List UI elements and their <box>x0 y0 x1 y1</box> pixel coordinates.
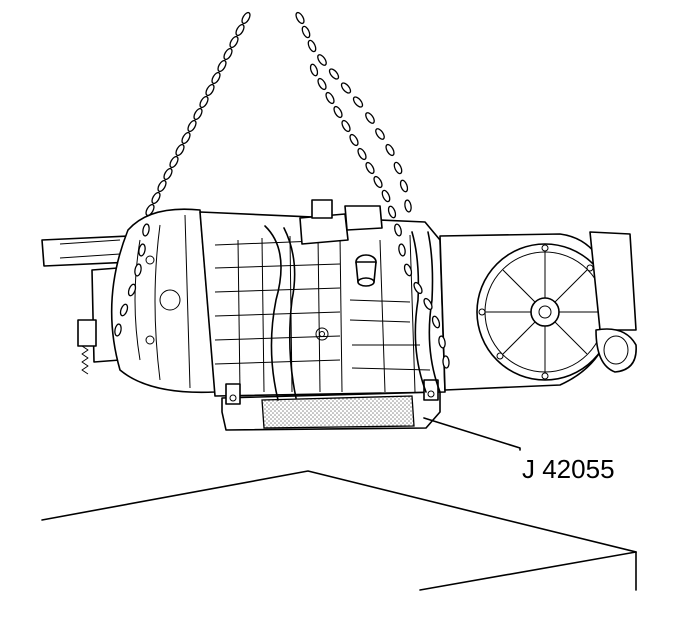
work-table <box>41 470 637 591</box>
bell-housing <box>110 208 216 394</box>
transmission-case <box>199 199 446 397</box>
transfer-case <box>439 231 637 391</box>
holding-fixture <box>221 225 441 431</box>
sensor-plug <box>355 254 377 287</box>
callout-label: J 42055 <box>522 454 615 484</box>
callout-j42055: J 42055 <box>423 417 615 484</box>
lifting-chain-right <box>295 11 450 369</box>
transfer-case-spokes <box>485 252 605 372</box>
callout-leader-line <box>423 417 521 451</box>
lifting-chain-left <box>114 11 251 337</box>
